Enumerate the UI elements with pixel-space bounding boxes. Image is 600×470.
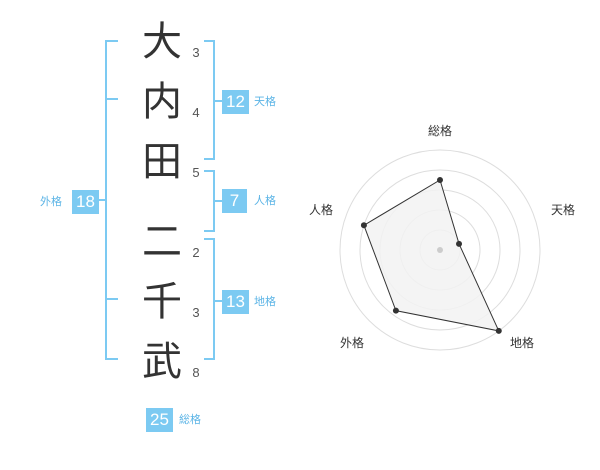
radar-point: [392, 307, 399, 314]
stroke-count-1: 3: [192, 45, 200, 60]
radar-point: [360, 222, 367, 229]
radar-label-tenkaku: 天格: [551, 203, 576, 217]
stroke-count-3: 5: [192, 165, 200, 180]
soukaku-label: 総格: [179, 413, 201, 426]
stroke-count-2: 4: [192, 105, 200, 120]
radar-label-soukaku: 総格: [428, 124, 453, 138]
radar-label-gaikaku: 外格: [340, 336, 365, 350]
tenkaku-label: 天格: [254, 95, 276, 108]
gaikaku-badge: 18: [72, 190, 99, 214]
radar-center-dot: [437, 247, 443, 253]
radar-point: [495, 327, 502, 334]
radar-point: [456, 240, 463, 247]
name-char-6: 武: [142, 339, 182, 385]
radar-points: [360, 177, 502, 334]
name-char-5: 千: [142, 279, 182, 325]
radar-grid-ring: [359, 169, 521, 331]
radar-polygon: [363, 179, 500, 332]
name-char-4: 二: [142, 219, 182, 265]
radar-label-jinkaku: 人格: [309, 203, 334, 217]
tenkaku-badge: 12: [222, 90, 249, 114]
stroke-count-5: 3: [192, 305, 200, 320]
jinkaku-badge: 7: [222, 189, 247, 213]
radar-point: [437, 177, 443, 183]
jinkaku-label: 人格: [254, 194, 276, 207]
name-char-1: 大: [142, 19, 182, 65]
chikaku-badge: 13: [222, 290, 249, 314]
gaikaku-label: 外格: [40, 195, 62, 208]
name-char-3: 田: [142, 139, 182, 185]
soukaku-badge: 25: [146, 408, 173, 432]
stroke-count-6: 8: [192, 365, 200, 380]
name-char-2: 内: [142, 79, 182, 125]
chikaku-label: 地格: [254, 295, 276, 308]
radar-label-chikaku: 地格: [510, 336, 535, 350]
stroke-count-4: 2: [192, 245, 200, 260]
